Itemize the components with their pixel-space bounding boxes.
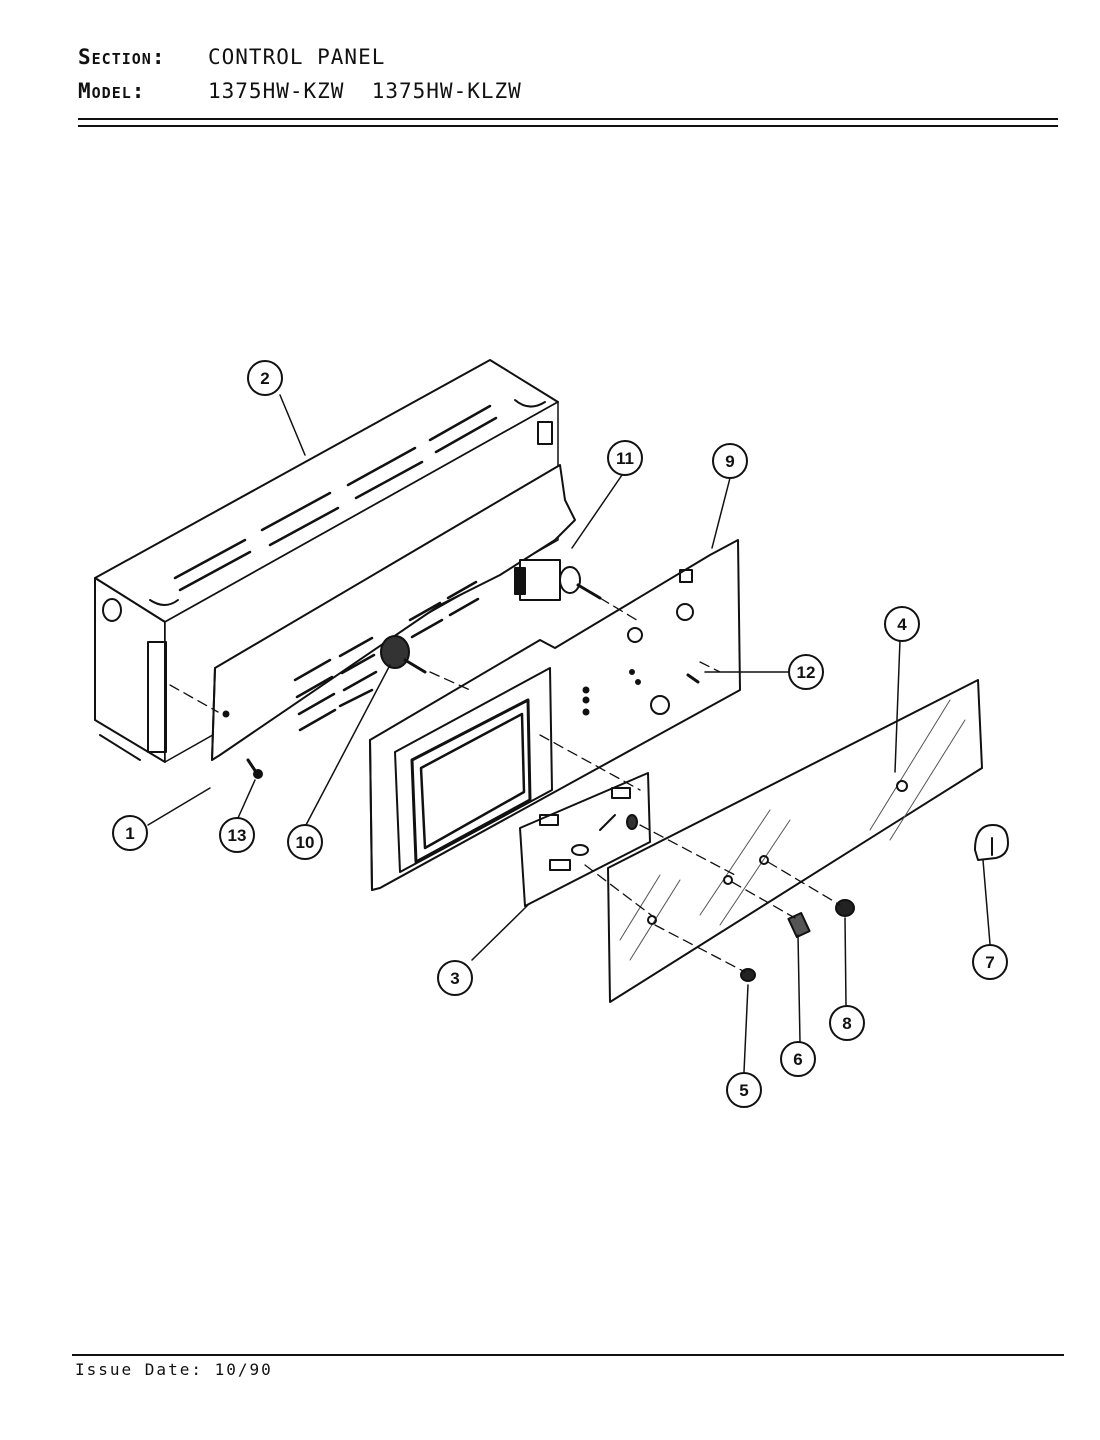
model-value: 1375HW-KZW 1375HW-KLZW	[208, 79, 522, 103]
callout-9-label: 9	[725, 452, 734, 471]
callout-10-label: 10	[296, 833, 315, 852]
callout-7-label: 7	[985, 953, 994, 972]
callout-1: 1	[112, 815, 148, 851]
callout-4-label: 4	[897, 615, 907, 634]
callout-6-label: 6	[793, 1050, 802, 1069]
button-8-part	[835, 899, 855, 917]
screw-12-part	[686, 673, 700, 684]
header-rule-bottom	[78, 125, 1058, 127]
section-row: Section: CONTROL PANEL	[78, 40, 522, 74]
callout-12-label: 12	[797, 663, 816, 682]
callout-13: 13	[219, 817, 255, 853]
footer-rule	[72, 1354, 1064, 1356]
callout-10: 10	[287, 824, 323, 860]
callout-5-label: 5	[739, 1081, 748, 1100]
glass-panel-part	[607, 679, 983, 1003]
front-panel-part	[369, 539, 741, 891]
spring-6-part	[787, 911, 811, 939]
header-rule-top	[78, 118, 1058, 120]
callout-5: 5	[726, 1072, 762, 1108]
callout-8-label: 8	[842, 1014, 851, 1033]
knob-7-part	[974, 824, 1009, 861]
rotary-control-part	[380, 635, 427, 674]
callout-6: 6	[780, 1041, 816, 1077]
callout-12: 12	[788, 654, 824, 690]
model-row: Model: 1375HW-KZW 1375HW-KLZW	[78, 74, 522, 108]
screw-13-part	[246, 758, 263, 779]
switch-part	[514, 559, 602, 601]
callout-13-label: 13	[228, 826, 247, 845]
callout-11: 11	[607, 440, 643, 476]
bracket-part	[519, 772, 651, 907]
callout-2: 2	[247, 360, 283, 396]
callout-2-label: 2	[260, 369, 269, 388]
page-header: Section: CONTROL PANEL Model: 1375HW-KZW 1…	[78, 40, 522, 108]
callout-9: 9	[712, 443, 748, 479]
callout-1-label: 1	[125, 824, 134, 843]
model-label: Model:	[78, 79, 146, 103]
assembly-lines	[169, 597, 841, 973]
issue-date: Issue Date: 10/90	[75, 1360, 273, 1379]
callout-3: 3	[437, 960, 473, 996]
callout-4: 4	[884, 606, 920, 642]
callout-7: 7	[972, 944, 1008, 980]
leader-lines	[147, 394, 991, 1073]
callout-8: 8	[829, 1005, 865, 1041]
callout-11-label: 11	[616, 449, 634, 468]
section-value: CONTROL PANEL	[208, 45, 386, 69]
callout-3-label: 3	[450, 969, 459, 988]
section-label: Section:	[78, 45, 166, 69]
back-plate-part	[211, 464, 576, 761]
callouts: 2 11 9 4 12 1 13 10 3 7 8 6 5	[112, 360, 1008, 1108]
